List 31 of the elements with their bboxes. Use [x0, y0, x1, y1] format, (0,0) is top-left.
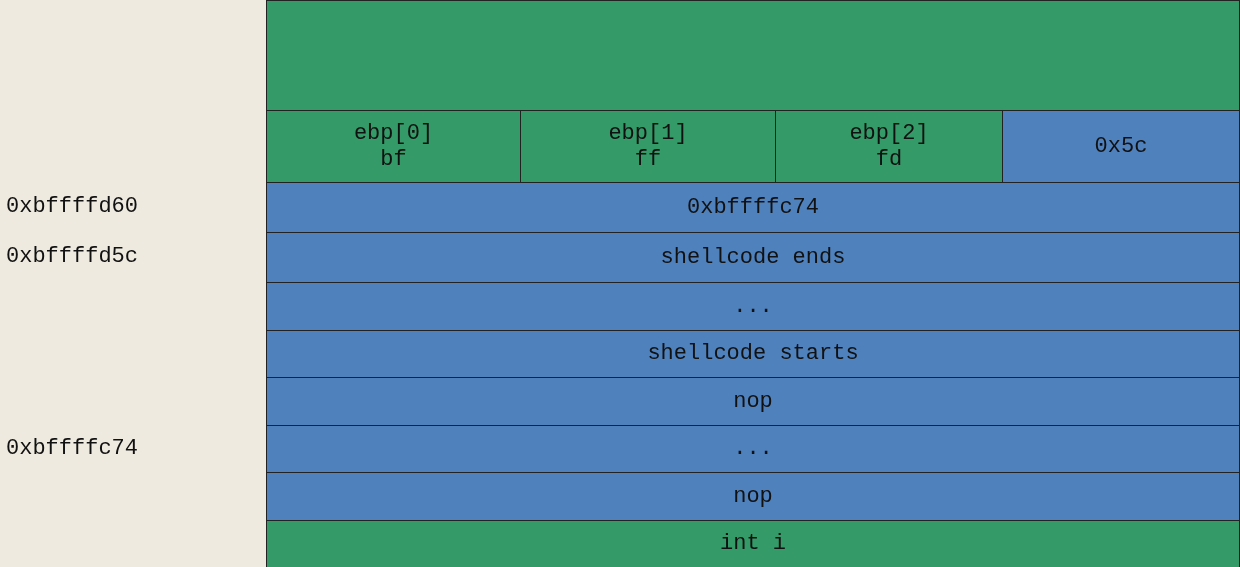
cell-text: ebp[1]	[608, 120, 688, 147]
cell-text: int i	[720, 531, 786, 557]
memory-cell	[266, 232, 1240, 283]
memory-cell	[520, 110, 776, 183]
cell-text: 0xbffffc74	[687, 194, 819, 221]
memory-cell	[775, 110, 1003, 183]
memory-cell	[266, 0, 1240, 111]
cell-text: ebp[0]	[353, 120, 434, 147]
cell-text: bf	[380, 146, 407, 173]
cell-text: nop	[733, 388, 773, 415]
cell-text: shellcode starts	[647, 341, 859, 367]
memory-cell	[266, 110, 521, 183]
cell-text: ...	[733, 436, 773, 462]
cell-text: 0x5c	[1094, 133, 1148, 160]
cell-text: ff	[634, 146, 662, 173]
memory-cell	[266, 425, 1240, 473]
memory-cell	[266, 182, 1240, 233]
memory-cell	[266, 282, 1240, 331]
memory-cell	[1002, 110, 1240, 183]
cell-text: shellcode ends	[660, 244, 846, 271]
memory-cell	[266, 472, 1240, 521]
address-label: 0xbffffd5c	[6, 244, 139, 270]
address-label: 0xbffffd60	[6, 194, 139, 220]
cell-text: fd	[875, 146, 903, 173]
cell-text: ebp[2]	[849, 120, 929, 147]
memory-cell	[266, 330, 1240, 378]
memory-cell	[266, 377, 1240, 426]
cell-text: ...	[733, 293, 773, 320]
memory-cell	[266, 520, 1240, 567]
address-label: 0xbffffc74	[6, 435, 139, 462]
cell-text: nop	[733, 483, 773, 510]
